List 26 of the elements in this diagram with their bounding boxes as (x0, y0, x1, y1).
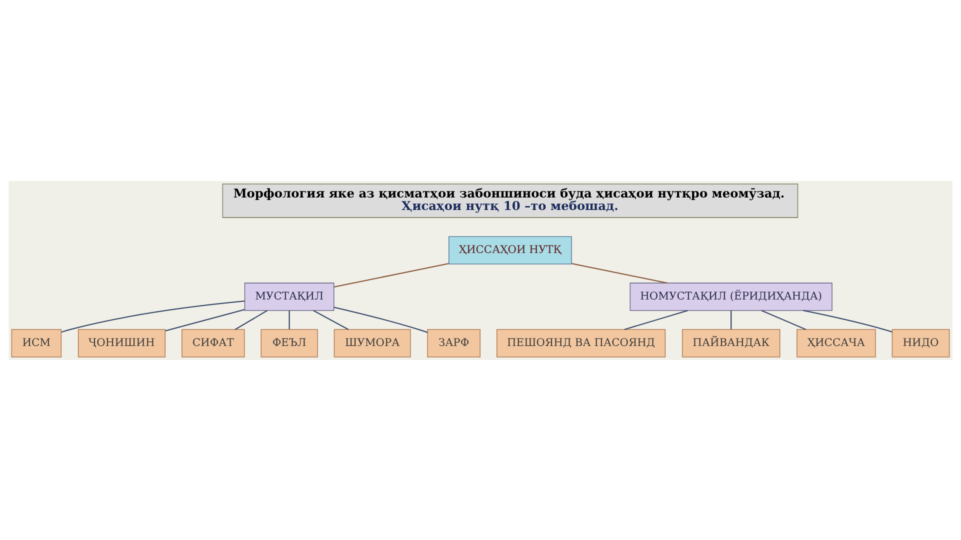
connector (730, 310, 732, 329)
connector (61, 300, 245, 332)
node-box: ШУМОРА (334, 328, 411, 357)
node-box: МУСТАҚИЛ (244, 282, 334, 310)
node-box: НИДО (892, 328, 950, 357)
node-box: ПЕШОЯНД ВА ПАСОЯНД (496, 328, 666, 357)
connector (802, 309, 892, 332)
node-box: СИФАТ (182, 328, 245, 357)
node-box: ЗАРФ (427, 328, 480, 357)
node-box: ПАЙВАНДАК (682, 328, 780, 357)
connector (334, 306, 428, 332)
connector (624, 310, 688, 330)
node-box: ҲИССАЧА (796, 328, 876, 357)
connector (761, 310, 806, 330)
connector (334, 262, 449, 287)
node-box: НОМУСТАҚИЛ (ЁРИДИҲАНДА) (630, 282, 832, 310)
connector (288, 310, 290, 329)
connector (313, 310, 349, 330)
node-box: ҲИССАҲОИ НУТҚ (448, 236, 572, 264)
node-box: ҶОНИШИН (78, 328, 166, 357)
connector (165, 308, 245, 331)
node-box: ФЕЪЛ (260, 328, 318, 357)
connector (572, 262, 668, 284)
node-box: Морфология яке аз қисматҳои забоншиноси буда ҳисаҳои нутқро меомӯзад. Ҳисаҳои нутқ 10 –то мебошад. (222, 183, 798, 218)
node-box: ИСМ (11, 328, 62, 357)
connector (234, 310, 268, 330)
